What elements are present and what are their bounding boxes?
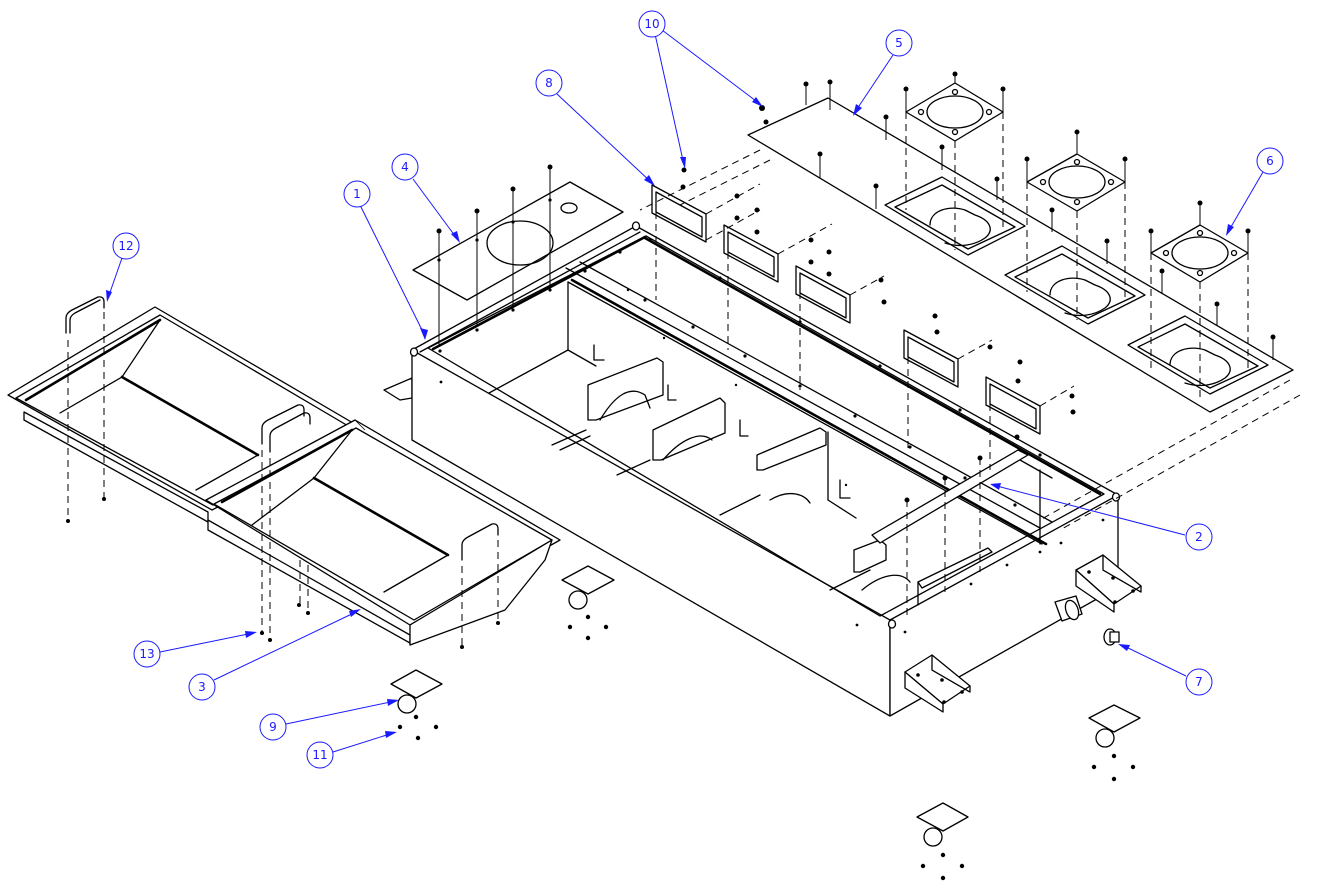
main-frame [383,221,1121,717]
handles [65,296,500,649]
balloon-7[interactable]: 7 [1185,668,1213,696]
balloon-label: 6 [1266,154,1274,168]
balloon-6[interactable]: 6 [1256,147,1284,175]
cover-plate-small [412,164,624,345]
balloon-13[interactable]: 13 [133,640,161,668]
caster-wheel [561,565,615,641]
caster-wheel [1088,704,1141,782]
balloon-9[interactable]: 9 [259,713,287,741]
flange-plate [1024,129,1128,320]
balloon-2[interactable]: 2 [1185,523,1213,551]
balloon-3[interactable]: 3 [188,673,216,701]
balloon-label: 9 [269,720,277,734]
access-panels [639,149,1301,531]
balloon-12[interactable]: 12 [112,232,140,260]
screws [680,105,1076,415]
caster-wheel [916,802,969,881]
balloon-label: 7 [1195,675,1203,689]
caster-wheel [390,669,443,741]
balloon-label: 12 [118,239,133,253]
balloon-label: 2 [1195,530,1203,544]
balloon-label: 10 [644,17,659,31]
flange-plates [903,71,1251,398]
drain-fitting [1054,595,1120,646]
balloon-callouts: 1 2 3 4 5 [106,10,1284,769]
flange-plate [903,71,1006,250]
balloon-label: 5 [895,36,903,50]
mount-brackets [904,554,1142,713]
balloon-10[interactable]: 10 [638,10,666,38]
balloon-label: 13 [139,647,154,661]
balloon-8[interactable]: 8 [535,69,563,97]
balloon-label: 11 [312,748,327,762]
balloon-5[interactable]: 5 [885,29,913,57]
balloon-label: 4 [401,160,409,174]
flange-plate [1148,200,1251,398]
rim-holes [438,238,1042,507]
balloon-label: 1 [353,187,361,201]
balloon-label: 3 [198,680,206,694]
cross-brace [871,434,1029,615]
balloon-label: 8 [545,76,553,90]
balloon-1[interactable]: 1 [343,180,371,208]
balloon-4[interactable]: 4 [391,153,419,181]
casters [390,565,1141,881]
balloon-11[interactable]: 11 [306,741,334,769]
hopper-tray [7,306,561,646]
drain-plug [1103,628,1120,646]
